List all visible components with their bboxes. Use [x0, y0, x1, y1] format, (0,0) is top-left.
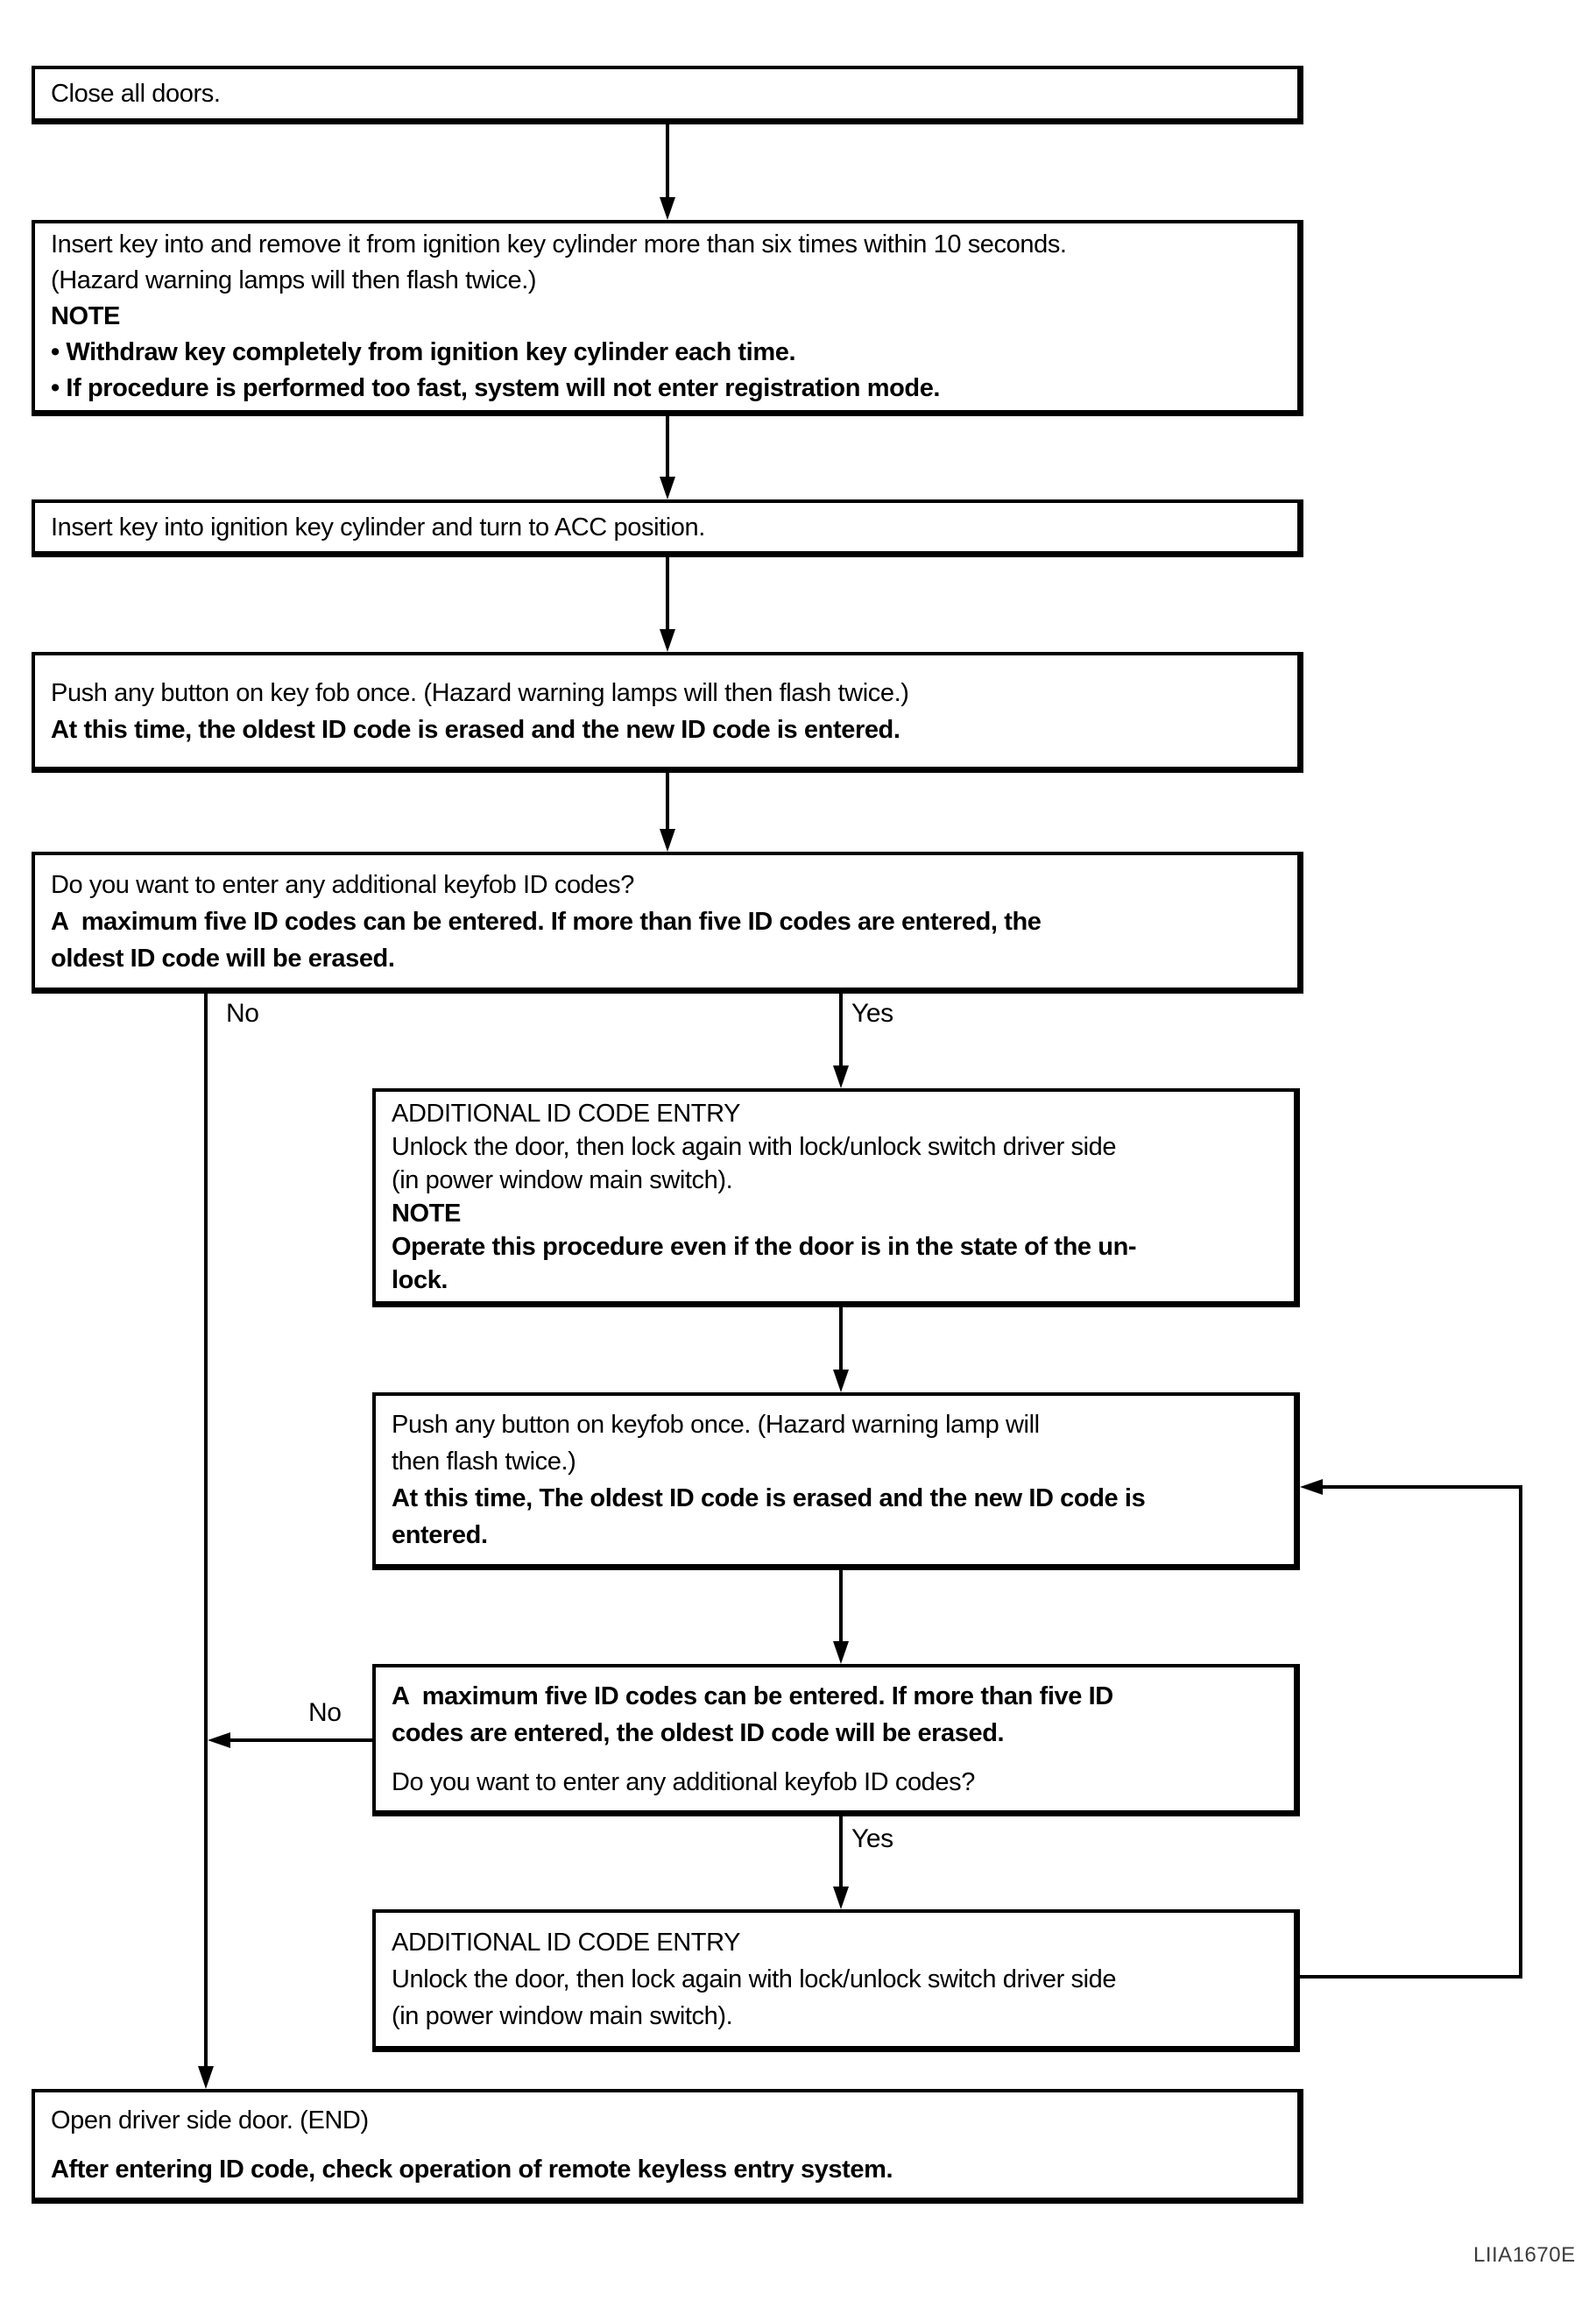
text-line: ADDITIONAL ID CODE ENTRY [392, 1099, 741, 1128]
text-line: Push any button on key fob once. (Hazard… [51, 678, 909, 707]
flow-connector [666, 557, 669, 629]
text-line: Insert key into ignition key cylinder an… [51, 513, 705, 542]
flow-step-open-door-end: Open driver side door. (END) After enter… [32, 2089, 1303, 2204]
arrow-down-icon [833, 1641, 849, 1664]
flow-connector [839, 1570, 843, 1641]
flow-connector [839, 1307, 843, 1370]
flow-decision-additional-codes: Do you want to enter any additional keyf… [32, 852, 1303, 994]
arrow-down-icon [660, 629, 675, 652]
text-line: A maximum five ID codes can be entered. … [51, 907, 1042, 936]
flow-step-push-keyfob-button-2: Push any button on keyfob once. (Hazard … [372, 1392, 1300, 1570]
arrow-down-icon [660, 477, 675, 499]
text-line: Unlock the door, then lock again with lo… [392, 1132, 1117, 1161]
flow-connector-no-branch-2 [230, 1738, 372, 1742]
text-line: Push any button on keyfob once. (Hazard … [392, 1411, 1040, 1439]
text-line: oldest ID code will be erased. [51, 944, 395, 973]
flow-feedback-top [1323, 1485, 1522, 1489]
text-line: • If procedure is performed too fast, sy… [51, 374, 941, 402]
text-line: then flash twice.) [392, 1448, 576, 1476]
flow-connector [666, 773, 669, 829]
branch-label-no-2: No [308, 1698, 342, 1727]
flow-connector-yes-branch [839, 994, 843, 1065]
text-line: Open driver side door. (END) [51, 2106, 369, 2134]
flow-step-additional-id-entry-2: ADDITIONAL ID CODE ENTRY Unlock the door… [372, 1909, 1300, 2052]
flow-feedback-right [1519, 1485, 1522, 1979]
flow-step-turn-acc: Insert key into ignition key cylinder an… [32, 499, 1303, 557]
text-line: lock. [392, 1265, 448, 1294]
arrow-down-icon [198, 2066, 214, 2089]
branch-label-no: No [226, 999, 259, 1028]
text-line: ADDITIONAL ID CODE ENTRY [392, 1929, 741, 1957]
text-line: Close all doors. [51, 80, 221, 108]
arrow-left-icon [208, 1732, 230, 1748]
figure-code: LIIA1670E [1473, 2243, 1576, 2267]
arrow-down-icon [660, 829, 675, 852]
text-line: codes are entered, the oldest ID code wi… [392, 1718, 1005, 1747]
flow-connector-yes-branch-2 [839, 1816, 843, 1887]
text-line: entered. [392, 1521, 488, 1549]
flow-connector-no-branch [204, 994, 208, 2066]
arrow-down-icon [833, 1370, 849, 1392]
text-line: Unlock the door, then lock again with lo… [392, 1965, 1117, 1993]
text-line: Insert key into and remove it from ignit… [51, 230, 1067, 258]
flow-step-additional-id-entry-1: ADDITIONAL ID CODE ENTRY Unlock the door… [372, 1088, 1300, 1307]
flow-step-close-doors: Close all doors. [32, 66, 1303, 124]
text-line: A maximum five ID codes can be entered. … [392, 1681, 1113, 1710]
text-line: • Withdraw key completely from ignition … [51, 338, 796, 366]
arrow-down-icon [660, 197, 675, 220]
text-line: After entering ID code, check operation … [51, 2156, 893, 2184]
branch-label-yes-2: Yes [851, 1824, 893, 1853]
text-line: (Hazard warning lamps will then flash tw… [51, 266, 537, 294]
arrow-down-icon [833, 1065, 849, 1088]
flow-step-insert-remove-key: Insert key into and remove it from ignit… [32, 220, 1303, 416]
text-line: NOTE [392, 1199, 461, 1228]
flow-connector [666, 124, 669, 197]
text-line: At this time, the oldest ID code is eras… [51, 715, 900, 744]
text-line: (in power window main switch). [392, 1165, 733, 1194]
flow-step-push-keyfob-button: Push any button on key fob once. (Hazard… [32, 652, 1303, 773]
text-line: Do you want to enter any additional keyf… [51, 870, 634, 899]
arrow-left-icon [1300, 1479, 1323, 1495]
flow-feedback-bottom [1300, 1975, 1522, 1979]
branch-label-yes: Yes [851, 999, 893, 1028]
text-line: Do you want to enter any additional keyf… [392, 1767, 975, 1796]
text-line: At this time, The oldest ID code is eras… [392, 1484, 1146, 1512]
text-line: Operate this procedure even if the door … [392, 1232, 1137, 1261]
text-line: (in power window main switch). [392, 2002, 733, 2030]
flow-decision-additional-codes-2: A maximum five ID codes can be entered. … [372, 1664, 1300, 1816]
flow-connector [666, 416, 669, 477]
arrow-down-icon [833, 1887, 849, 1909]
text-line: NOTE [51, 302, 120, 330]
